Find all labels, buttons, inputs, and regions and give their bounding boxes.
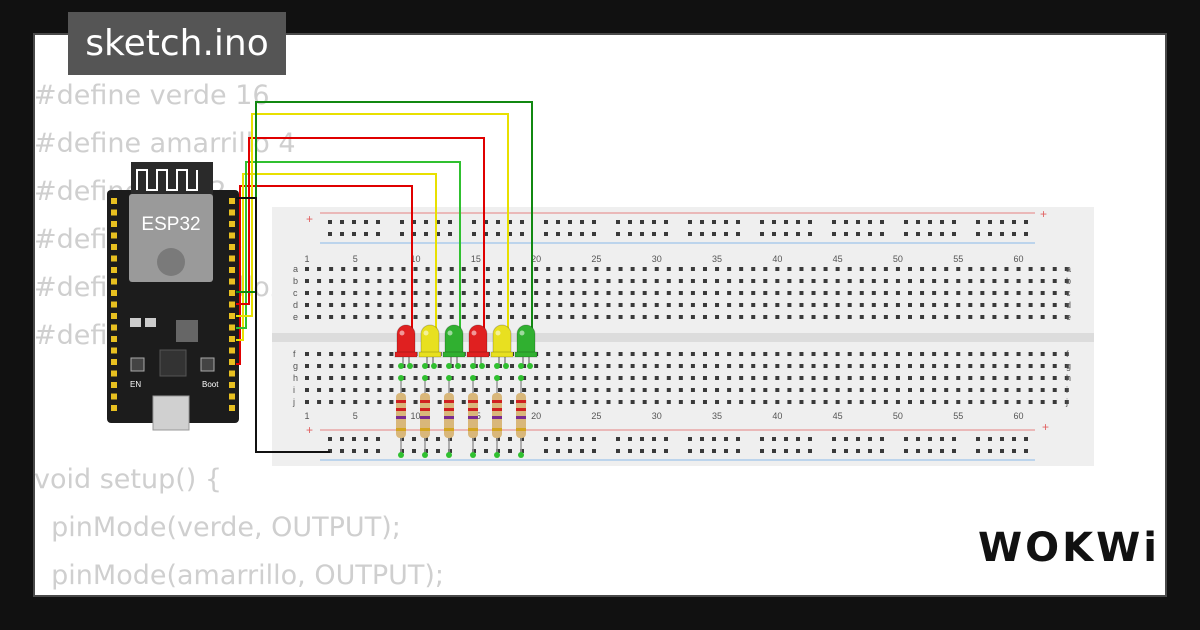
espressif-logo-icon [157,248,185,276]
row-letter: a [293,264,298,274]
wire [236,173,437,341]
column-number: 25 [591,254,601,264]
row-letter: f [293,349,296,359]
file-tab[interactable]: sketch.ino [68,12,286,75]
esp32-pins [111,198,235,411]
row-letter: i [1066,385,1068,395]
wire [236,185,413,365]
column-number: 50 [893,254,903,264]
en-button[interactable] [130,357,145,372]
usb-chip [159,349,187,377]
row-letter: e [1066,312,1071,322]
column-number: 45 [833,254,843,264]
esp32-label: ESP32 [141,214,200,235]
antenna-trace [136,169,198,191]
ground-wire [236,197,330,453]
code-line: void setup() { [34,464,223,495]
column-number: 20 [531,411,541,421]
top-plus-label-right: + [1040,207,1047,221]
regulator-chip [176,320,198,342]
usb-port [152,395,190,431]
column-number: 20 [531,254,541,264]
row-letter: g [293,361,298,371]
row-letter: d [1066,300,1071,310]
row-letter: h [293,373,298,383]
column-number: 10 [411,411,421,421]
code-line: #define verde 16 [34,80,270,111]
resistor[interactable] [516,363,533,458]
wire [236,113,509,330]
led[interactable] [514,324,538,366]
column-number: 5 [353,411,358,421]
row-letter: e [293,312,298,322]
column-number: 25 [591,411,601,421]
column-number: 5 [353,254,358,264]
resistors [396,363,533,458]
smd-component [130,318,141,327]
column-number: 35 [712,254,722,264]
column-number: 10 [411,254,421,264]
column-number: 60 [1014,254,1024,264]
wire [236,161,461,330]
row-letter: b [293,276,298,286]
row-letter: c [1066,288,1071,298]
row-letter: c [293,288,298,298]
wires [236,101,533,453]
smd-component [145,318,156,327]
code-line: pinMode(verde, OUTPUT); [34,512,401,543]
resistor[interactable] [396,363,413,458]
en-label: EN [130,380,141,389]
column-number: 1 [304,411,309,421]
column-number: 15 [471,254,481,264]
column-number: 35 [712,411,722,421]
code-line: #define amarrillo 4 [34,128,296,159]
row-letter: j [1065,397,1068,407]
leds [394,324,538,366]
breadboard-center-channel [272,333,1094,342]
column-number: 55 [953,254,963,264]
bottom-plus-label-right: + [1042,420,1049,434]
row-letter: j [292,397,295,407]
column-number: 40 [772,254,782,264]
bottom-plus-label: + [306,423,313,437]
column-number: 60 [1014,411,1024,421]
led[interactable] [442,324,466,366]
column-number: 40 [772,411,782,421]
breadboard-holes [305,220,1069,453]
led[interactable] [418,324,442,366]
esp32-module-shield [129,194,213,282]
boot-button[interactable] [200,357,215,372]
top-plus-label: + [306,212,313,226]
resistor[interactable] [444,363,461,458]
row-letter: f [1066,349,1069,359]
wire [236,101,533,330]
esp32-board[interactable]: ESP32 EN Boot [107,162,239,431]
column-number: 50 [893,411,903,421]
row-letter: a [1066,264,1071,274]
resistor[interactable] [468,363,485,458]
column-number: 55 [953,411,963,421]
row-letter: i [293,385,295,395]
resistor[interactable] [492,363,509,458]
row-letter: g [1066,361,1071,371]
wire [236,137,485,330]
column-number: 1 [304,254,309,264]
resistor[interactable] [420,363,437,458]
row-letter: h [1066,373,1071,383]
wokwi-logo: WOKWi [978,525,1160,571]
row-letter: b [1066,276,1071,286]
column-number: 45 [833,411,843,421]
code-line: pinMode(amarrillo, OUTPUT); [34,560,444,591]
row-letter: d [293,300,298,310]
boot-label: Boot [202,380,219,389]
led[interactable] [394,324,418,366]
column-number: 30 [652,411,662,421]
column-number: 30 [652,254,662,264]
